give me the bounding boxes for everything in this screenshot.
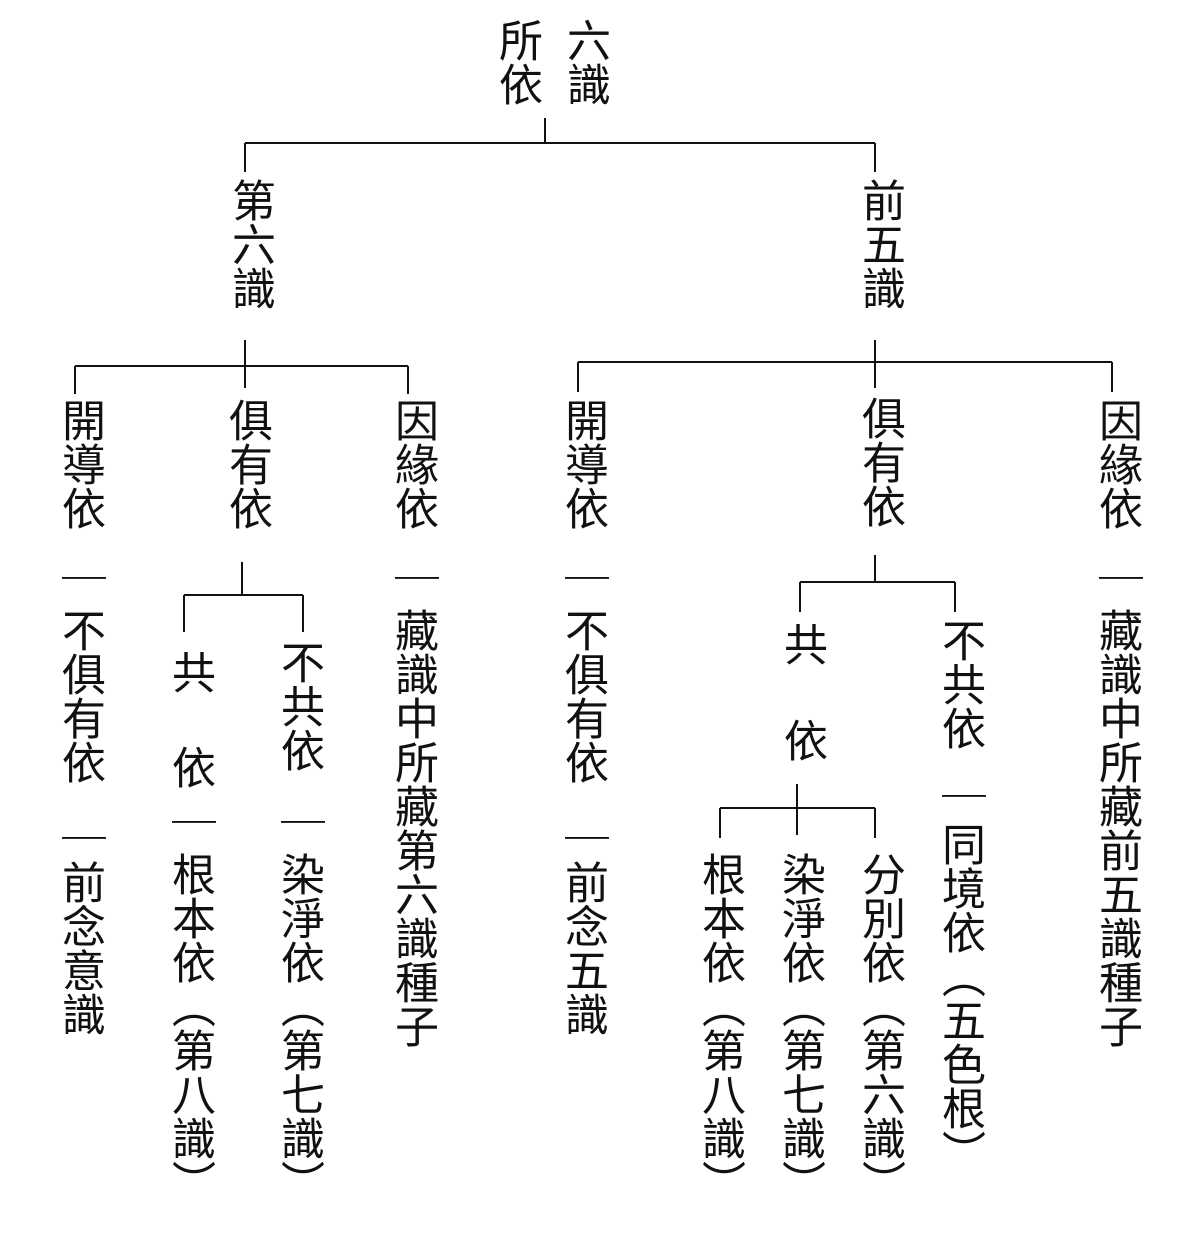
sixth-fugu-dash: ｜ <box>273 800 324 844</box>
five-gu-label-2: 依 <box>776 718 827 762</box>
sixth-kaido-label: 開導依 <box>54 398 105 530</box>
sixth-gu-label-2: 依 <box>164 745 215 789</box>
five-inen-dash: ｜ <box>1091 556 1142 600</box>
sixth-kuu-label: 俱有依 <box>221 398 272 530</box>
five-gu-child-2: 染淨依（第七識） <box>774 852 825 1204</box>
five-fugu-item: 同境依（五色根） <box>934 822 985 1174</box>
sixth-inen-dash: ｜ <box>387 556 438 600</box>
sixth-gu-label: 共 <box>164 650 215 694</box>
five-kaido-item-2: 前念五識 <box>557 860 608 1036</box>
sixth-kaido-item-1: 不俱有依 <box>54 608 105 784</box>
sixth-kaido-dash-2: ｜ <box>54 816 105 860</box>
five-kaido-dash-1: ｜ <box>557 556 608 600</box>
sixth-kaido-item-2: 前念意識 <box>54 860 105 1036</box>
line-five-kuu-split <box>799 555 956 612</box>
root-col-left: 所依 <box>491 18 542 106</box>
five-gu-child-3: 分別依（第六識） <box>854 852 905 1204</box>
sixth-fugu-label: 不共依 <box>273 640 324 772</box>
node-five-consciousness: 前五識 <box>854 178 905 310</box>
five-inen-item: 藏識中所藏前五識種子 <box>1091 608 1142 1048</box>
sixth-inen-label: 因緣依 <box>387 398 438 530</box>
sixth-gu-item: 根本依（第八識） <box>164 852 215 1204</box>
five-fugu-dash: ｜ <box>934 774 985 818</box>
five-kaido-item-1: 不俱有依 <box>557 608 608 784</box>
line-five-gu-split <box>719 784 876 838</box>
five-kaido-label: 開導依 <box>557 398 608 530</box>
five-kaido-dash-2: ｜ <box>557 816 608 860</box>
sixth-gu-dash: ｜ <box>164 800 215 844</box>
five-fugu-label: 不共依 <box>934 618 985 750</box>
five-gu-child-1: 根本依（第八識） <box>694 852 745 1204</box>
line-five-split <box>577 340 1113 392</box>
sixth-inen-item: 藏識中所藏第六識種子 <box>387 608 438 1048</box>
five-inen-label: 因緣依 <box>1091 398 1142 530</box>
node-sixth-consciousness: 第六識 <box>224 178 275 310</box>
line-sixth-kuu-split <box>183 562 304 632</box>
root-col-right: 六識 <box>559 18 610 106</box>
sixth-fugu-item: 染淨依（第七識） <box>273 852 324 1204</box>
five-kuu-label: 俱有依 <box>854 396 905 528</box>
sixth-kaido-dash-1: ｜ <box>54 556 105 600</box>
five-gu-label: 共 <box>776 622 827 666</box>
line-root-split <box>244 118 876 172</box>
line-sixth-split <box>74 340 409 394</box>
